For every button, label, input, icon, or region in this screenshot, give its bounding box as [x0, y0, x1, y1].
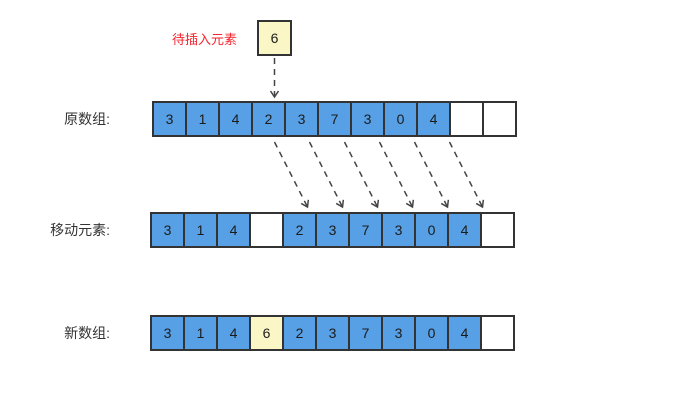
- row-label-original: 原数组:: [64, 111, 110, 127]
- cell-new-10: [480, 315, 515, 351]
- cell-original-10: [482, 101, 517, 137]
- row-label-new: 新数组:: [64, 325, 110, 341]
- cell-original-6: 3: [350, 101, 385, 137]
- cell-shifted-1: 1: [183, 212, 218, 248]
- cell-original-9: [449, 101, 484, 137]
- insert-element-box: 6: [257, 20, 292, 56]
- cell-original-8: 4: [416, 101, 451, 137]
- cell-shifted-6: 7: [348, 212, 383, 248]
- cell-shifted-3: [249, 212, 284, 248]
- cell-shifted-10: [480, 212, 515, 248]
- move-arrow-2: [343, 141, 380, 209]
- cell-new-1: 1: [183, 315, 218, 351]
- cell-new-9: 4: [447, 315, 482, 351]
- cell-new-2: 4: [216, 315, 251, 351]
- cell-original-0: 3: [152, 101, 187, 137]
- cell-shifted-2: 4: [216, 212, 251, 248]
- insert-element-label: 待插入元素: [171, 32, 237, 47]
- cell-shifted-9: 4: [447, 212, 482, 248]
- cell-new-8: 0: [414, 315, 449, 351]
- cell-original-4: 3: [284, 101, 319, 137]
- cell-new-6: 7: [348, 315, 383, 351]
- move-arrow-4: [413, 141, 450, 209]
- cell-original-3: 2: [251, 101, 286, 137]
- move-arrow-5: [448, 141, 485, 209]
- cell-original-2: 4: [218, 101, 253, 137]
- cell-original-1: 1: [185, 101, 220, 137]
- cell-new-5: 3: [315, 315, 350, 351]
- cell-new-0: 3: [150, 315, 185, 351]
- cell-shifted-7: 3: [381, 212, 416, 248]
- cell-new-3: 6: [249, 315, 284, 351]
- move-arrow-1: [308, 141, 345, 209]
- cell-shifted-5: 3: [315, 212, 350, 248]
- cell-shifted-0: 3: [150, 212, 185, 248]
- cell-new-7: 3: [381, 315, 416, 351]
- cell-shifted-8: 0: [414, 212, 449, 248]
- cell-original-7: 0: [383, 101, 418, 137]
- move-arrow-3: [378, 141, 415, 209]
- cell-shifted-4: 2: [282, 212, 317, 248]
- row-label-shifted: 移动元素:: [50, 222, 110, 238]
- cell-new-4: 2: [282, 315, 317, 351]
- cell-original-5: 7: [317, 101, 352, 137]
- move-arrow-0: [273, 141, 310, 209]
